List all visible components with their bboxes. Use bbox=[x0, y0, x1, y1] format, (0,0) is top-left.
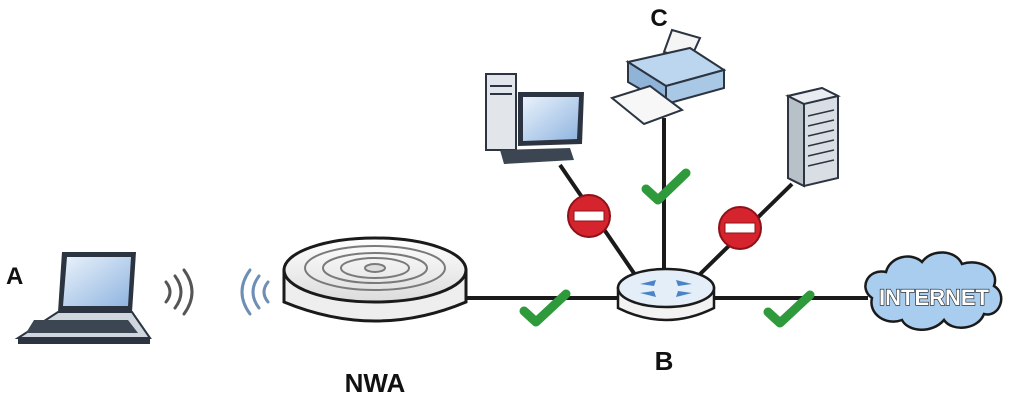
wifi-waves-icon bbox=[166, 270, 268, 314]
access-point-icon bbox=[284, 238, 466, 321]
no-entry-icon bbox=[719, 207, 761, 249]
label-internet: INTERNET bbox=[879, 285, 990, 310]
label-access-point: NWA bbox=[345, 368, 406, 398]
server-icon bbox=[788, 88, 838, 186]
no-entry-icon bbox=[568, 195, 610, 237]
label-printer: C bbox=[650, 5, 667, 32]
label-switch: B bbox=[655, 346, 674, 376]
laptop-icon bbox=[18, 252, 150, 344]
switch-icon bbox=[618, 269, 714, 320]
printer-icon bbox=[612, 30, 724, 124]
desktop-computer-icon bbox=[486, 74, 584, 164]
label-laptop: A bbox=[6, 263, 23, 290]
